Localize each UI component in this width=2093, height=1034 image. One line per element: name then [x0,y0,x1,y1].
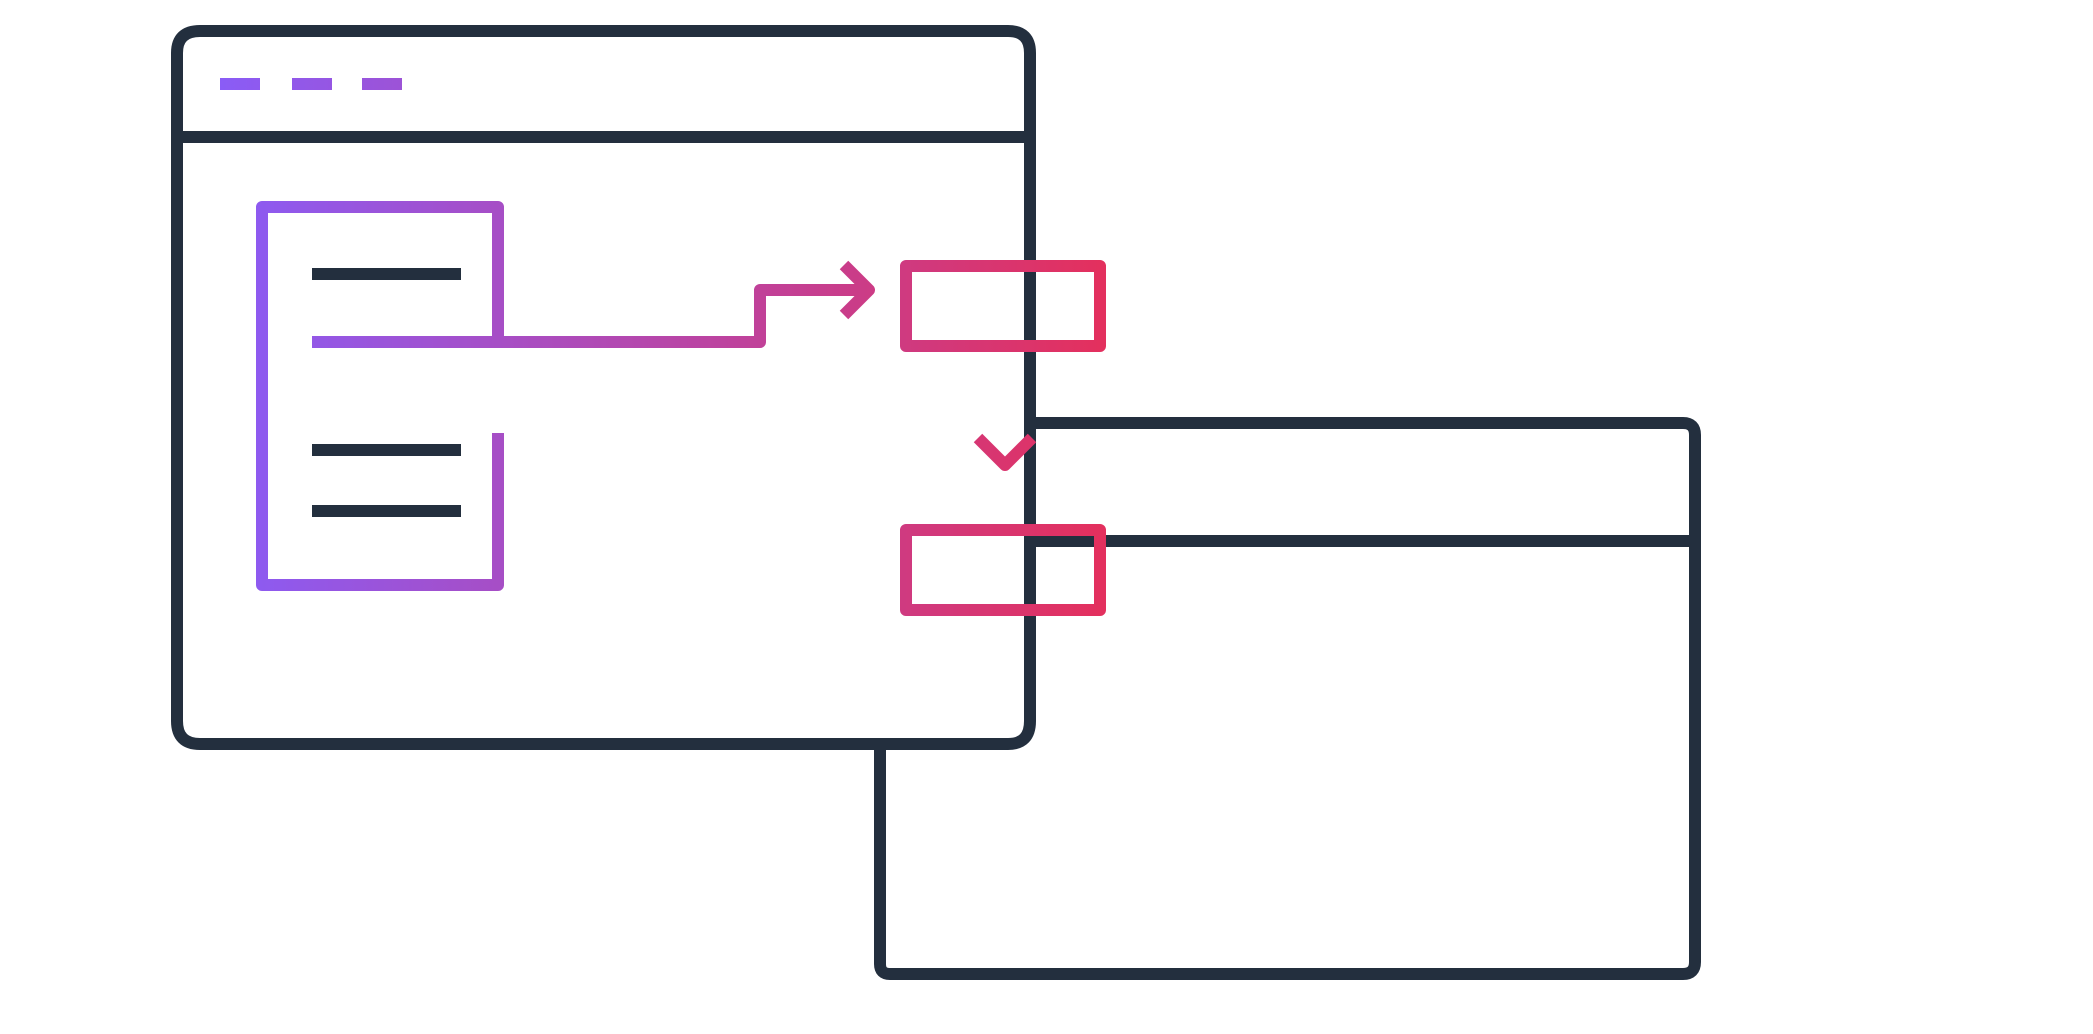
input-field-icon [900,524,1106,616]
arrow-shaft [312,284,866,348]
document-outline-top [256,201,504,591]
form-fields [900,260,1106,616]
arrow-head [839,260,875,320]
chevron-down-icon [973,433,1037,471]
main-window-icon [171,25,1036,750]
secondary-window-frame [874,417,1701,980]
arrow-right-icon [312,260,875,348]
secondary-window-icon [874,417,1701,980]
document-icon [256,201,504,591]
input-field-icon [900,260,1106,352]
